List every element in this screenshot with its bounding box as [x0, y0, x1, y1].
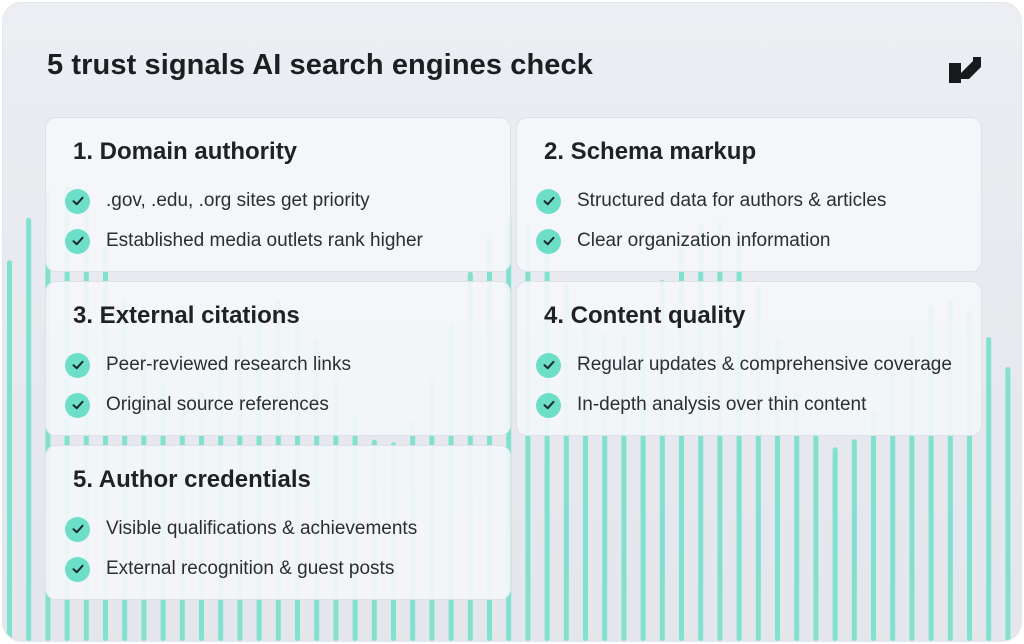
decorative-bar: [851, 439, 857, 641]
item-text: In-depth analysis over thin content: [577, 394, 867, 415]
decorative-bar: [7, 260, 12, 641]
check-icon: [65, 228, 90, 254]
check-icon: [536, 188, 561, 214]
item-text: .gov, .edu, .org sites get priority: [106, 190, 370, 211]
check-icon: [536, 392, 561, 418]
decorative-bar: [832, 447, 838, 641]
check-icon: [536, 352, 561, 378]
item-text: Structured data for authors & articles: [577, 190, 887, 211]
card-title: 4. Content quality: [544, 302, 746, 329]
check-icon: [65, 392, 90, 418]
list-item: In-depth analysis over thin content: [536, 391, 866, 419]
page-title: 5 trust signals AI search engines check: [47, 49, 593, 81]
check-icon: [65, 352, 90, 378]
list-item: Regular updates & comprehensive coverage: [536, 351, 952, 379]
decorative-bar: [871, 410, 876, 641]
card-title: 1. Domain authority: [73, 138, 298, 165]
item-text: Visible qualifications & achievements: [106, 518, 418, 539]
check-icon: [65, 188, 90, 214]
item-text: Regular updates & comprehensive coverage: [577, 354, 952, 375]
card-title: 2. Schema markup: [544, 138, 757, 165]
card-author-credentials: 5. Author credentials Visible qualificat…: [45, 445, 511, 600]
item-text: Original source references: [106, 394, 329, 415]
brand-logo-icon: [949, 57, 981, 83]
list-item: Visible qualifications & achievements: [65, 515, 417, 543]
card-title: 5. Author credentials: [73, 466, 311, 493]
list-item: Peer-reviewed research links: [65, 351, 351, 379]
card-domain-authority: 1. Domain authority .gov, .edu, .org sit…: [45, 117, 511, 272]
item-text: External recognition & guest posts: [106, 558, 395, 579]
card-content-quality: 4. Content quality Regular updates & com…: [516, 281, 982, 436]
list-item: Structured data for authors & articles: [536, 187, 886, 215]
card-external-citations: 3. External citations Peer-reviewed rese…: [45, 281, 511, 436]
list-item: Original source references: [65, 391, 329, 419]
decorative-bar: [26, 217, 32, 641]
card-schema-markup: 2. Schema markup Structured data for aut…: [516, 117, 982, 272]
list-item: .gov, .edu, .org sites get priority: [65, 187, 370, 215]
list-item: Clear organization information: [536, 227, 830, 255]
decorative-bar: [1005, 367, 1011, 641]
check-icon: [65, 516, 90, 542]
item-text: Clear organization information: [577, 230, 831, 251]
list-item: External recognition & guest posts: [65, 555, 394, 583]
decorative-bar: [986, 337, 992, 641]
decorative-bar: [813, 430, 819, 641]
list-item: Established media outlets rank higher: [65, 227, 423, 255]
card-title: 3. External citations: [73, 302, 300, 329]
check-icon: [65, 556, 90, 582]
decorative-bar: [890, 371, 896, 641]
item-text: Peer-reviewed research links: [106, 354, 351, 375]
check-icon: [536, 228, 561, 254]
decorative-bar: [794, 391, 800, 641]
item-text: Established media outlets rank higher: [106, 230, 423, 251]
